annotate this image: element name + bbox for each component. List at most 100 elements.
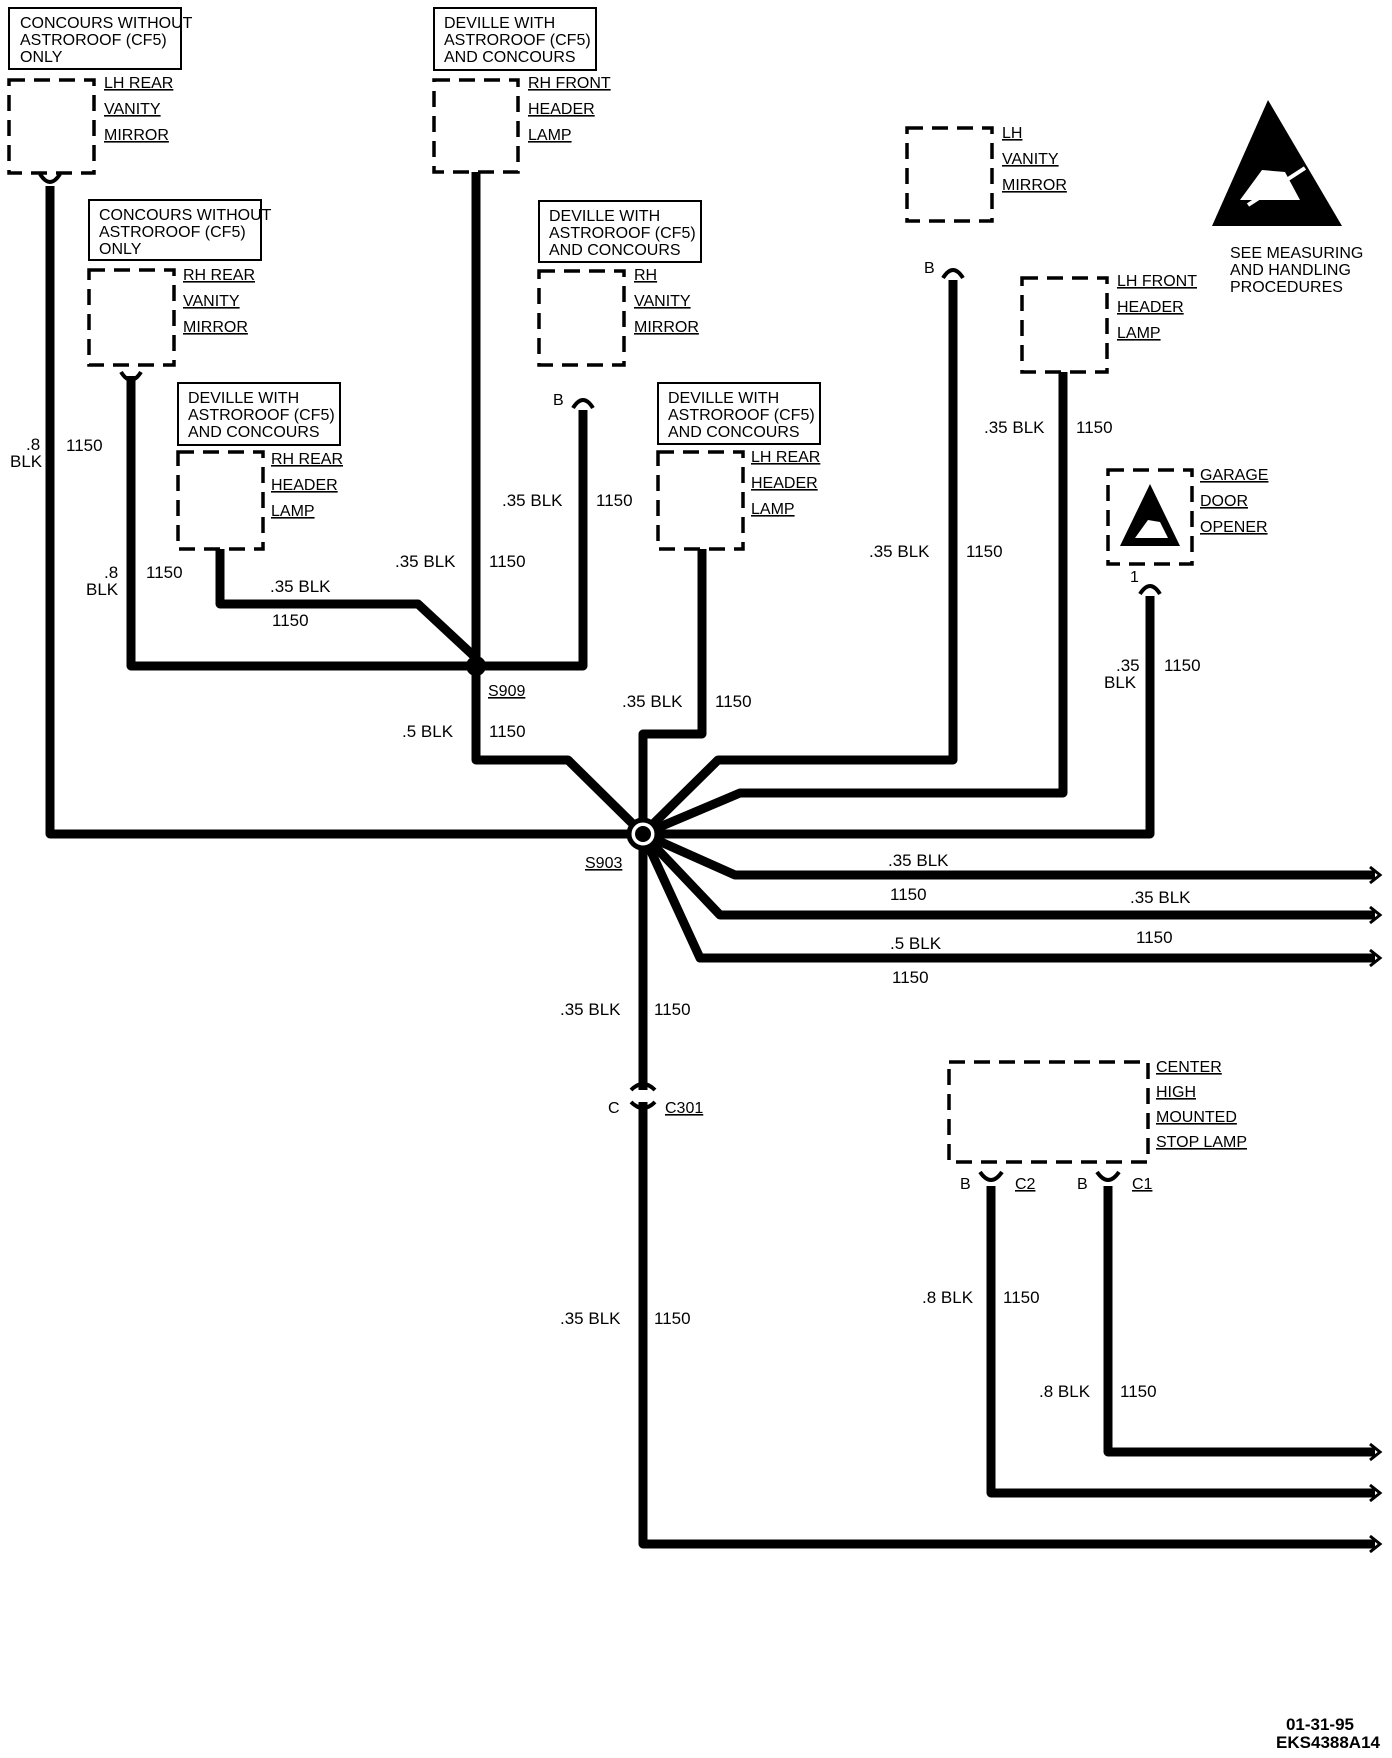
svg-text:ASTROROOF (CF5): ASTROROOF (CF5) (444, 32, 591, 49)
svg-text:ASTROROOF (CF5): ASTROROOF (CF5) (188, 407, 335, 424)
svg-text:AND CONCOURS: AND CONCOURS (188, 424, 320, 441)
wire-lh-vanity (639, 280, 958, 838)
splice-s909-label: S909 (488, 683, 525, 700)
wire-label: .35 BLK (888, 851, 949, 870)
svg-text:LAMP: LAMP (528, 127, 572, 144)
wire-label-circuit: 1150 (489, 552, 526, 571)
footer-date: 01-31-95 (1286, 1715, 1354, 1734)
label-lh-rear-vanity: LH REAR VANITY MIRROR (104, 75, 173, 144)
svg-text:DEVILLE WITH: DEVILLE WITH (549, 208, 660, 225)
svg-text:VANITY: VANITY (634, 293, 691, 310)
svg-text:OPENER: OPENER (1200, 519, 1268, 536)
wire-label-color: BLK (86, 580, 119, 599)
svg-text:ONLY: ONLY (20, 49, 63, 66)
wire-label-circuit: 1150 (1076, 418, 1113, 437)
wire-label: .35 BLK (395, 552, 456, 571)
wire-label-circuit: 1150 (654, 1309, 691, 1328)
wire-label-circuit: 1150 (596, 491, 633, 510)
wire-label-color: BLK (1104, 673, 1137, 692)
svg-text:LAMP: LAMP (1117, 325, 1161, 342)
svg-text:AND CONCOURS: AND CONCOURS (668, 424, 800, 441)
label-lh-rear-header: LH REAR HEADER LAMP (751, 449, 820, 518)
label-rh-vanity: RH VANITY MIRROR (634, 267, 699, 336)
svg-text:STOP LAMP: STOP LAMP (1156, 1134, 1247, 1151)
box-lh-vanity (905, 126, 994, 223)
box-garage-door-opener (1106, 468, 1194, 566)
svg-text:LH FRONT: LH FRONT (1117, 273, 1197, 290)
wire-branch-2 (639, 830, 1375, 920)
wire-label: .35 BLK (560, 1000, 621, 1019)
note-boxes (8, 7, 821, 446)
splice-s903-mark (626, 817, 660, 851)
svg-text:HEADER: HEADER (1117, 299, 1184, 316)
wire-label: .5 BLK (890, 934, 942, 953)
svg-text:HIGH: HIGH (1156, 1084, 1196, 1101)
note-rh-rear-vanity: CONCOURS WITHOUT ASTROROOF (CF5) ONLY (99, 207, 272, 258)
splice-s903-label: S903 (585, 855, 622, 872)
wire-end-arrows (1369, 865, 1383, 1554)
esd-warning-icon (1212, 100, 1342, 226)
wires (45, 172, 1375, 1549)
svg-text:ASTROROOF (CF5): ASTROROOF (CF5) (549, 225, 696, 242)
wire-label: .35 BLK (560, 1309, 621, 1328)
svg-text:HEADER: HEADER (751, 475, 818, 492)
wire-label-circuit: 1150 (715, 692, 752, 711)
svg-text:PROCEDURES: PROCEDURES (1230, 279, 1343, 296)
svg-text:CONCOURS WITHOUT: CONCOURS WITHOUT (20, 15, 193, 32)
svg-text:LH REAR: LH REAR (751, 449, 820, 466)
connector-c1-label: C1 (1132, 1176, 1153, 1193)
svg-text:RH FRONT: RH FRONT (528, 75, 611, 92)
connector-c2-label: C2 (1015, 1176, 1036, 1193)
wire-c301-down (638, 1102, 1375, 1549)
lh-vanity-pin: B (924, 260, 935, 277)
connector-c301-label: C301 (665, 1100, 703, 1117)
connector-c1-pin: B (1077, 1176, 1088, 1193)
svg-text:HEADER: HEADER (528, 101, 595, 118)
box-lh-front-header (1020, 276, 1109, 374)
wire-label-circuit: 1150 (1003, 1288, 1040, 1307)
esd-note: SEE MEASURING AND HANDLING PROCEDURES (1230, 245, 1363, 296)
wire-label-size: .35 (1116, 656, 1140, 675)
footer-code: EKS4388A14 (1276, 1733, 1381, 1752)
svg-text:ASTROROOF (CF5): ASTROROOF (CF5) (20, 32, 167, 49)
connector-c2-pin: B (960, 1176, 971, 1193)
box-rh-front-header (432, 78, 520, 174)
label-rh-rear-header: RH REAR HEADER LAMP (271, 451, 343, 520)
svg-text:ONLY: ONLY (99, 241, 142, 258)
svg-text:SEE MEASURING: SEE MEASURING (1230, 245, 1363, 262)
wire-rh-vanity (476, 410, 588, 671)
svg-text:CENTER: CENTER (1156, 1059, 1222, 1076)
svg-text:MIRROR: MIRROR (104, 127, 169, 144)
wire-lh-front-header (641, 372, 1068, 839)
garage-door-pin: 1 (1130, 569, 1139, 586)
wire-s909-s903 (471, 666, 647, 838)
note-rh-vanity: DEVILLE WITH ASTROROOF (CF5) AND CONCOUR… (549, 208, 696, 259)
svg-text:MIRROR: MIRROR (183, 319, 248, 336)
wire-rh-rear-vanity (126, 376, 476, 671)
svg-text:CONCOURS WITHOUT: CONCOURS WITHOUT (99, 207, 272, 224)
wire-label-circuit: 1150 (66, 436, 103, 455)
wire-label-circuit: 1150 (146, 563, 183, 582)
wire-label-circuit: 1150 (890, 885, 927, 904)
svg-text:LH REAR: LH REAR (104, 75, 173, 92)
box-rh-rear-header (176, 450, 265, 551)
label-rh-front-header: RH FRONT HEADER LAMP (528, 75, 611, 144)
svg-text:MIRROR: MIRROR (1002, 177, 1067, 194)
label-rh-rear-vanity: RH REAR VANITY MIRROR (183, 267, 255, 336)
svg-text:ASTROROOF (CF5): ASTROROOF (CF5) (668, 407, 815, 424)
svg-text:ASTROROOF (CF5): ASTROROOF (CF5) (99, 224, 246, 241)
svg-text:VANITY: VANITY (1002, 151, 1059, 168)
svg-text:MIRROR: MIRROR (634, 319, 699, 336)
wire-label: .35 BLK (984, 418, 1045, 437)
note-rh-rear-header: DEVILLE WITH ASTROROOF (CF5) AND CONCOUR… (188, 390, 335, 441)
svg-text:LH: LH (1002, 125, 1022, 142)
svg-text:VANITY: VANITY (104, 101, 161, 118)
wire-label: .35 BLK (622, 692, 683, 711)
svg-text:RH: RH (634, 267, 657, 284)
svg-text:RH REAR: RH REAR (271, 451, 343, 468)
component-boxes (7, 78, 1194, 1164)
wire-garage-door-opener (643, 596, 1155, 839)
svg-text:GARAGE: GARAGE (1200, 467, 1268, 484)
svg-text:MOUNTED: MOUNTED (1156, 1109, 1237, 1126)
box-lh-rear-header (656, 450, 745, 551)
